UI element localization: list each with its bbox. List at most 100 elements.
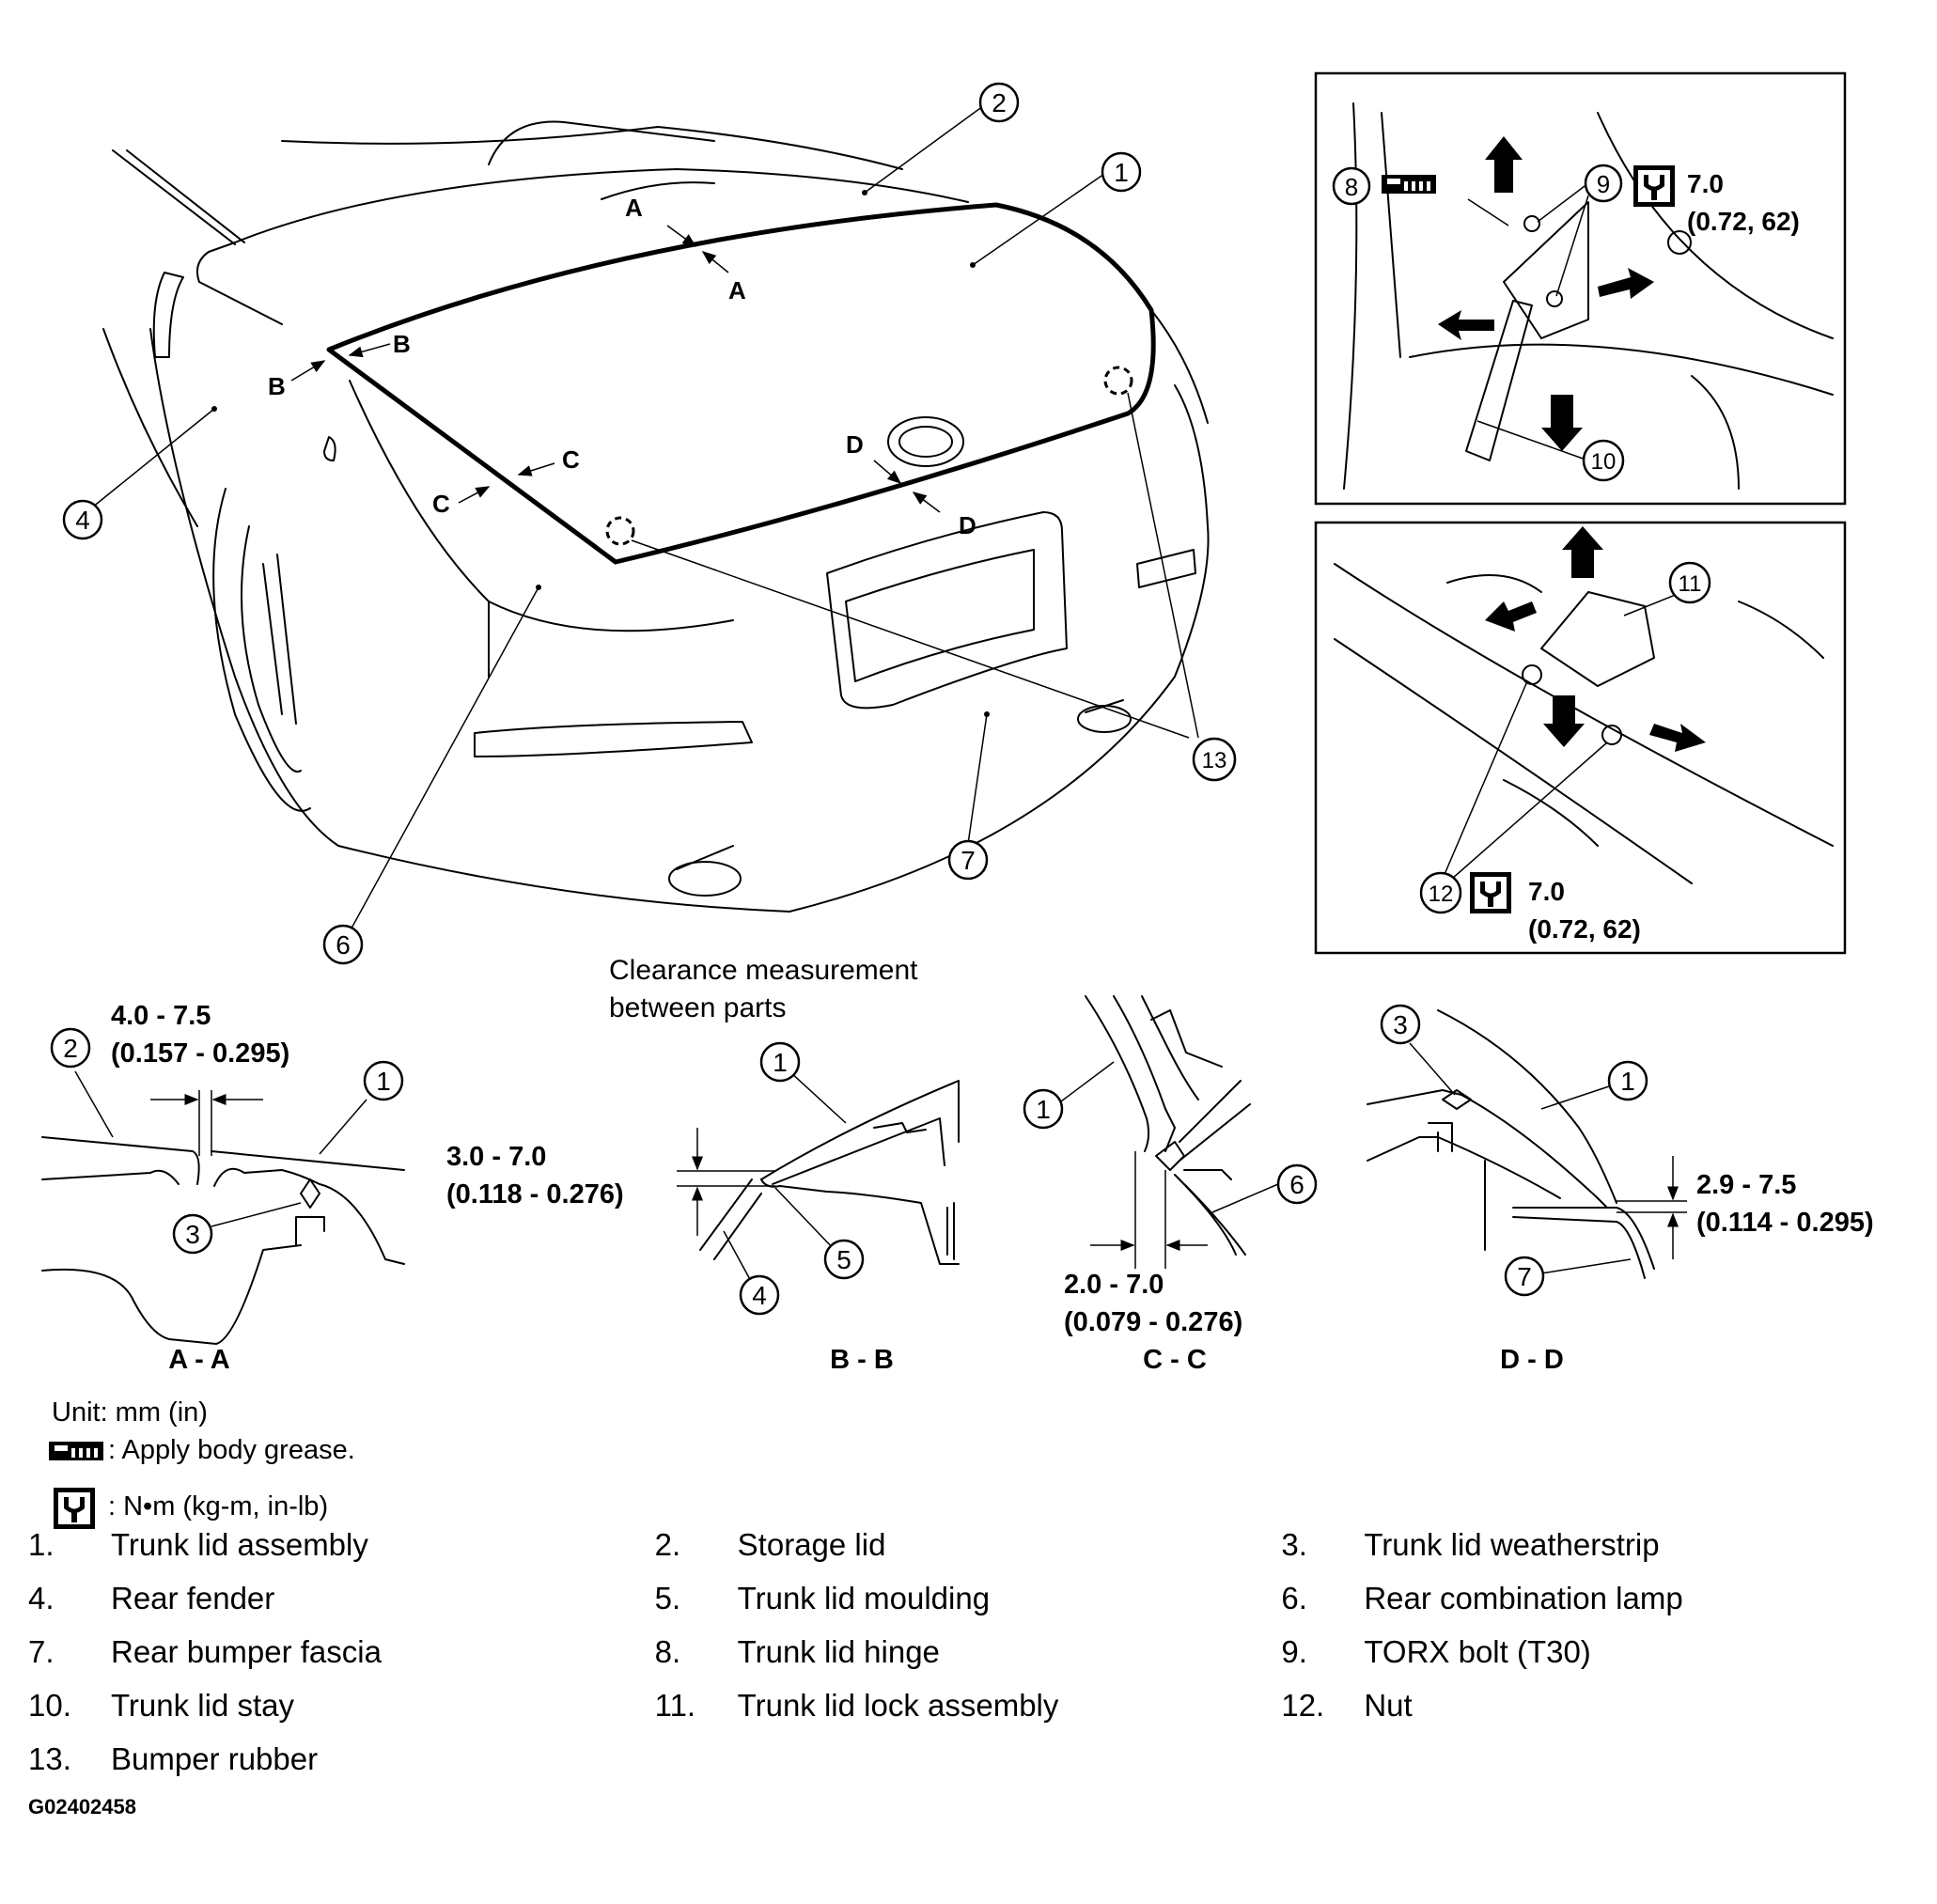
legend-label: Trunk lid weatherstrip <box>1364 1526 1660 1562</box>
section-label-bb: B - B <box>830 1345 894 1375</box>
car-rear-view: A A B B C C D D <box>62 82 1237 965</box>
legend-item: 5. Trunk lid moulding <box>655 1581 1282 1616</box>
legend-label: Bumper rubber <box>111 1740 319 1776</box>
svg-text:11: 11 <box>1679 571 1702 597</box>
legend-item: 11.Trunk lid lock assembly <box>655 1688 1282 1724</box>
callout-1: 1 <box>363 1060 404 1101</box>
svg-text:A: A <box>728 276 746 304</box>
figure-code: G02402458 <box>28 1795 136 1818</box>
callout-12: 12 <box>1419 871 1462 914</box>
callout-3: 3 <box>172 1213 213 1255</box>
legend-row: 13. Bumper rubber <box>28 1732 1908 1786</box>
legend-item: 10. Trunk lid stay <box>28 1688 655 1724</box>
dim-dd-in: (0.114 - 0.295) <box>1696 1208 1874 1238</box>
dim-cc: 2.0 - 7.0 <box>1064 1270 1164 1300</box>
legend-num: 12. <box>1281 1687 1325 1723</box>
hinge-torque-value: 7.0 <box>1687 169 1724 198</box>
callout-7: 7 <box>947 839 989 881</box>
callout-1: 1 <box>1101 151 1142 193</box>
torque-icon <box>1633 165 1675 207</box>
dim-bb: 3.0 - 7.0 <box>446 1142 546 1172</box>
callout-8: 8 <box>1332 166 1371 206</box>
svg-text:7: 7 <box>1517 1262 1532 1291</box>
svg-text:6: 6 <box>1289 1170 1304 1199</box>
svg-text:12: 12 <box>1429 882 1454 907</box>
hinge-torque-units: (0.72, 62) <box>1687 207 1800 236</box>
svg-text:1: 1 <box>773 1048 788 1077</box>
legend-row: 4.Rear fender 5.Trunk lid moulding 6.Rea… <box>28 1571 1908 1625</box>
legend-item: 9. TORX bolt (T30) <box>1281 1634 1908 1670</box>
svg-text:4: 4 <box>752 1281 767 1310</box>
svg-text:D: D <box>959 511 976 539</box>
dim-aa: 4.0 - 7.5 <box>111 1001 211 1031</box>
section-marker-d: D D <box>846 430 976 539</box>
legend-label: Trunk lid moulding <box>737 1580 991 1615</box>
legend-num: 2. <box>654 1526 681 1562</box>
svg-text:B: B <box>268 372 286 400</box>
dim-aa-in: (0.157 - 0.295) <box>111 1038 289 1069</box>
callout-11: 11 <box>1668 561 1711 604</box>
legend-label: TORX bolt (T30) <box>1364 1633 1591 1669</box>
lock-inset: 11 12 7.0 (0.72, 62) <box>1314 521 1847 955</box>
svg-text:4: 4 <box>75 506 90 535</box>
section-marker-a: A A <box>625 194 746 304</box>
legend-item: 8.Trunk lid hinge <box>655 1634 1282 1670</box>
svg-text:C: C <box>432 490 450 518</box>
svg-text:2: 2 <box>63 1034 78 1063</box>
legend-item: 2.Storage lid <box>655 1527 1282 1563</box>
legend-label: Trunk lid assembly <box>111 1526 368 1562</box>
legend-item: 4.Rear fender <box>28 1581 655 1616</box>
clearance-title-line2: between parts <box>609 992 786 1023</box>
grease-icon <box>1382 175 1436 194</box>
svg-text:A: A <box>625 194 643 222</box>
dim-dd: 2.9 - 7.5 <box>1696 1170 1796 1200</box>
legend-row: 1. Trunk lid assembly 2.Storage lid 3.Tru… <box>28 1518 1908 1571</box>
legend-num: 9. <box>1281 1633 1307 1669</box>
lock-torque-units: (0.72, 62) <box>1528 914 1641 944</box>
callout-6: 6 <box>1276 1163 1318 1205</box>
callout-6: 6 <box>322 924 364 965</box>
callout-3: 3 <box>1380 1004 1421 1045</box>
legend-num: 8. <box>654 1633 681 1669</box>
svg-text:9: 9 <box>1597 170 1610 198</box>
legend-row: 10. Trunk lid stay 11.Trunk lid lock asse… <box>28 1678 1908 1732</box>
legend-num: 5. <box>654 1580 681 1615</box>
callout-5: 5 <box>823 1239 865 1280</box>
legend-item: 13. Bumper rubber <box>28 1741 664 1777</box>
section-marker-c: C C <box>432 445 580 518</box>
svg-text:8: 8 <box>1345 173 1358 201</box>
notes: Unit: mm (in) : Apply body grease. : N•m… <box>49 1397 355 1529</box>
clearance-title: Clearance measurement <box>609 955 918 986</box>
svg-text:C: C <box>562 445 580 474</box>
legend-num: 10. <box>28 1687 71 1723</box>
legend-num: 7. <box>28 1633 55 1669</box>
svg-text:D: D <box>846 430 864 459</box>
legend-label: Nut <box>1364 1687 1413 1723</box>
dim-cc-in: (0.079 - 0.276) <box>1064 1307 1242 1337</box>
section-bb: 3.0 - 7.0 (0.118 - 0.276) 1 5 4 B - B <box>446 1041 960 1375</box>
section-label-cc: C - C <box>1143 1345 1207 1375</box>
legend-label: Rear fender <box>111 1580 275 1615</box>
svg-text:5: 5 <box>836 1245 851 1274</box>
dim-bb-in: (0.118 - 0.276) <box>446 1179 624 1210</box>
legend-label: Rear combination lamp <box>1364 1580 1683 1615</box>
section-label-aa: A - A <box>168 1345 230 1375</box>
grease-note: : Apply body grease. <box>108 1435 355 1465</box>
callout-9: 9 <box>1584 164 1623 203</box>
svg-text:7: 7 <box>961 846 976 875</box>
svg-text:13: 13 <box>1202 748 1227 773</box>
section-dd: 3 1 7 2.9 - 7.5 (0.114 - 0.295) D - D <box>1367 1004 1874 1375</box>
legend-num: 1. <box>28 1526 55 1562</box>
svg-text:1: 1 <box>1620 1067 1635 1096</box>
legend-row: 7.Rear bumper fascia 8.Trunk lid hinge 9… <box>28 1625 1908 1678</box>
callout-1: 1 <box>759 1041 801 1083</box>
callout-1: 1 <box>1607 1060 1648 1101</box>
legend-item: 7.Rear bumper fascia <box>28 1634 655 1670</box>
callout-4: 4 <box>62 499 103 540</box>
legend-label: Trunk lid stay <box>111 1687 295 1723</box>
legend-item: 3.Trunk lid weatherstrip <box>1281 1527 1908 1563</box>
callout-10: 10 <box>1582 439 1625 482</box>
legend-num: 13. <box>28 1740 71 1776</box>
svg-text:3: 3 <box>185 1220 200 1249</box>
